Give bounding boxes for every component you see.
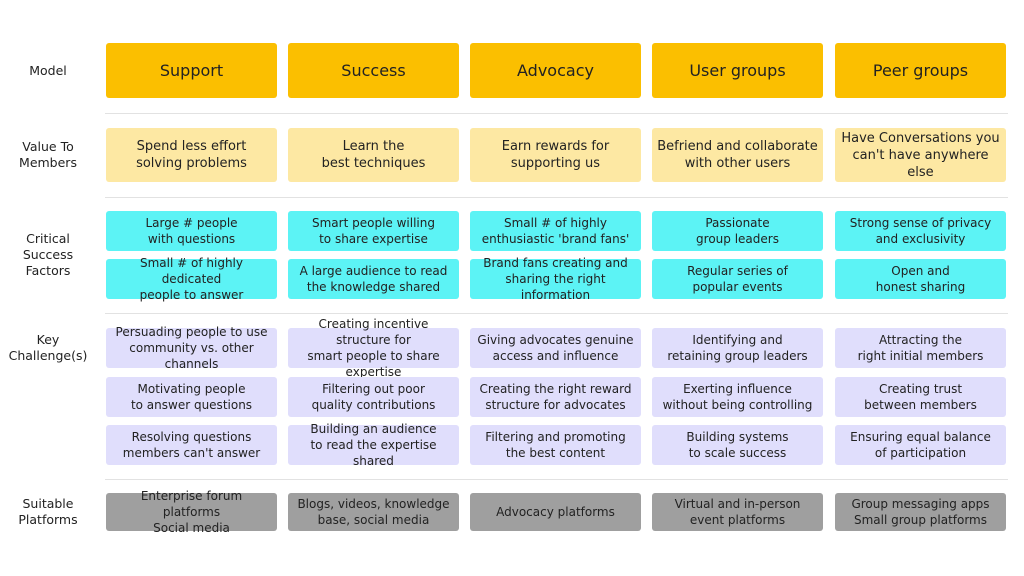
row-divider bbox=[105, 479, 1008, 480]
model-support: Support bbox=[106, 43, 277, 98]
row-divider bbox=[105, 113, 1008, 114]
model-user-groups: User groups bbox=[652, 43, 823, 98]
challenge-cell: Creating trust between members bbox=[835, 377, 1006, 417]
csf-cell: Small # of highly dedicated people to an… bbox=[106, 256, 277, 302]
row-label-model: Model bbox=[29, 62, 67, 78]
platform-cell-advocacy: Advocacy platforms bbox=[470, 493, 641, 531]
value-cell-success: Learn the best techniques bbox=[288, 128, 459, 182]
csf-cell: Large # people with questions bbox=[106, 211, 277, 251]
challenge-cell: Resolving questions members can't answer bbox=[106, 425, 277, 465]
csf-cell: Small # of highly enthusiastic 'brand fa… bbox=[470, 211, 641, 251]
row-label-suitable-platforms: Suitable Platforms bbox=[18, 496, 78, 527]
model-advocacy: Advocacy bbox=[470, 43, 641, 98]
challenge-cell: Persuading people to use community vs. o… bbox=[106, 325, 277, 371]
challenge-cell: Attracting the right initial members bbox=[835, 328, 1006, 368]
csf-cell: Smart people willing to share expertise bbox=[288, 211, 459, 251]
row-divider bbox=[105, 313, 1008, 314]
row-divider bbox=[105, 197, 1008, 198]
challenge-cell: Filtering and promoting the best content bbox=[470, 425, 641, 465]
value-cell-support: Spend less effort solving problems bbox=[106, 128, 277, 182]
model-success: Success bbox=[288, 43, 459, 98]
csf-cell: Regular series of popular events bbox=[652, 259, 823, 299]
challenge-cell: Filtering out poor quality contributions bbox=[288, 377, 459, 417]
model-peer-groups: Peer groups bbox=[835, 43, 1006, 98]
platform-cell-success: Blogs, videos, knowledge base, social me… bbox=[288, 493, 459, 531]
challenge-cell: Ensuring equal balance of participation bbox=[835, 425, 1006, 465]
challenge-cell: Exerting influence without being control… bbox=[652, 377, 823, 417]
challenge-cell: Building systems to scale success bbox=[652, 425, 823, 465]
value-cell-peer-groups: Have Conversations you can't have anywhe… bbox=[835, 128, 1006, 182]
row-label-value-to-members: Value To Members bbox=[19, 139, 77, 170]
csf-cell: Open and honest sharing bbox=[835, 259, 1006, 299]
challenge-cell: Creating incentive structure for smart p… bbox=[288, 317, 459, 379]
csf-cell: Strong sense of privacy and exclusivity bbox=[835, 211, 1006, 251]
challenge-cell: Building an audience to read the experti… bbox=[288, 422, 459, 468]
csf-cell: Passionate group leaders bbox=[652, 211, 823, 251]
csf-cell: A large audience to read the knowledge s… bbox=[288, 259, 459, 299]
csf-cell: Brand fans creating and sharing the righ… bbox=[470, 256, 641, 302]
value-cell-user-groups: Befriend and collaborate with other user… bbox=[652, 128, 823, 182]
row-label-critical-success-factors: Critical Success Factors bbox=[22, 231, 74, 278]
row-label-key-challenges: Key Challenge(s) bbox=[8, 332, 88, 363]
platform-cell-peer-groups: Group messaging apps Small group platfor… bbox=[835, 493, 1006, 531]
challenge-cell: Giving advocates genuine access and infl… bbox=[470, 328, 641, 368]
platform-cell-support: Enterprise forum platforms Social media bbox=[106, 489, 277, 535]
value-cell-advocacy: Earn rewards for supporting us bbox=[470, 128, 641, 182]
challenge-cell: Creating the right reward structure for … bbox=[470, 377, 641, 417]
challenge-cell: Motivating people to answer questions bbox=[106, 377, 277, 417]
challenge-cell: Identifying and retaining group leaders bbox=[652, 328, 823, 368]
platform-cell-user-groups: Virtual and in-person event platforms bbox=[652, 493, 823, 531]
